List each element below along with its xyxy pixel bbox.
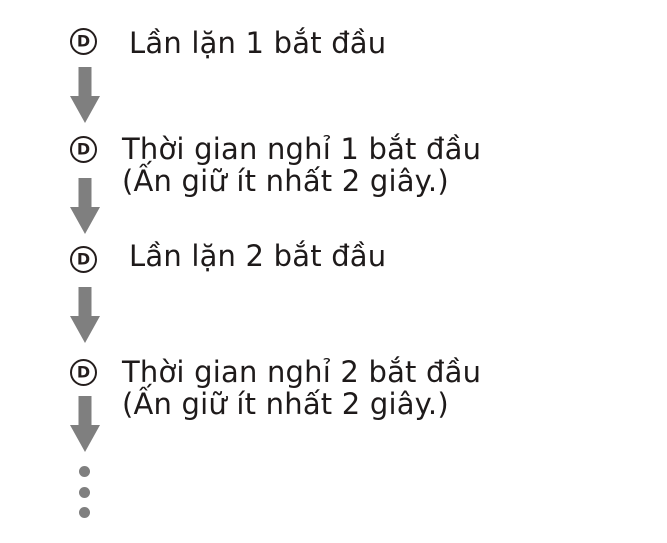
ellipsis-dot [79, 507, 90, 518]
ellipsis-dot [79, 466, 90, 477]
step-1-text: Lần lặn 1 bắt đầu [129, 27, 386, 59]
down-arrow-icon [70, 67, 100, 123]
ellipsis-dot [79, 487, 90, 498]
button-d-label: D [76, 249, 91, 268]
button-d-icon: D [70, 28, 97, 55]
step-4-text: Thời gian nghỉ 2 bắt đầu (Ấn giữ ít nhất… [122, 356, 481, 420]
button-d-icon: D [70, 359, 97, 386]
button-d-label: D [76, 139, 91, 158]
button-d-label: D [76, 31, 91, 50]
step-4-line-2: (Ấn giữ ít nhất 2 giây.) [122, 387, 449, 421]
button-d-icon: D [70, 246, 97, 273]
step-1-line-1: Lần lặn 1 bắt đầu [129, 26, 387, 60]
step-3-text: Lần lặn 2 bắt đầu [129, 240, 386, 272]
step-3-line-1: Lần lặn 2 bắt đầu [129, 239, 387, 273]
step-2-line-2: (Ấn giữ ít nhất 2 giây.) [122, 164, 449, 198]
down-arrow-icon [70, 396, 100, 452]
button-d-label: D [76, 362, 91, 381]
step-4-line-1: Thời gian nghỉ 2 bắt đầu [122, 355, 482, 389]
down-arrow-icon [70, 178, 100, 234]
button-d-icon: D [70, 136, 97, 163]
step-2-line-1: Thời gian nghỉ 1 bắt đầu [122, 132, 482, 166]
step-2-text: Thời gian nghỉ 1 bắt đầu (Ấn giữ ít nhất… [122, 133, 481, 197]
down-arrow-icon [70, 287, 100, 343]
